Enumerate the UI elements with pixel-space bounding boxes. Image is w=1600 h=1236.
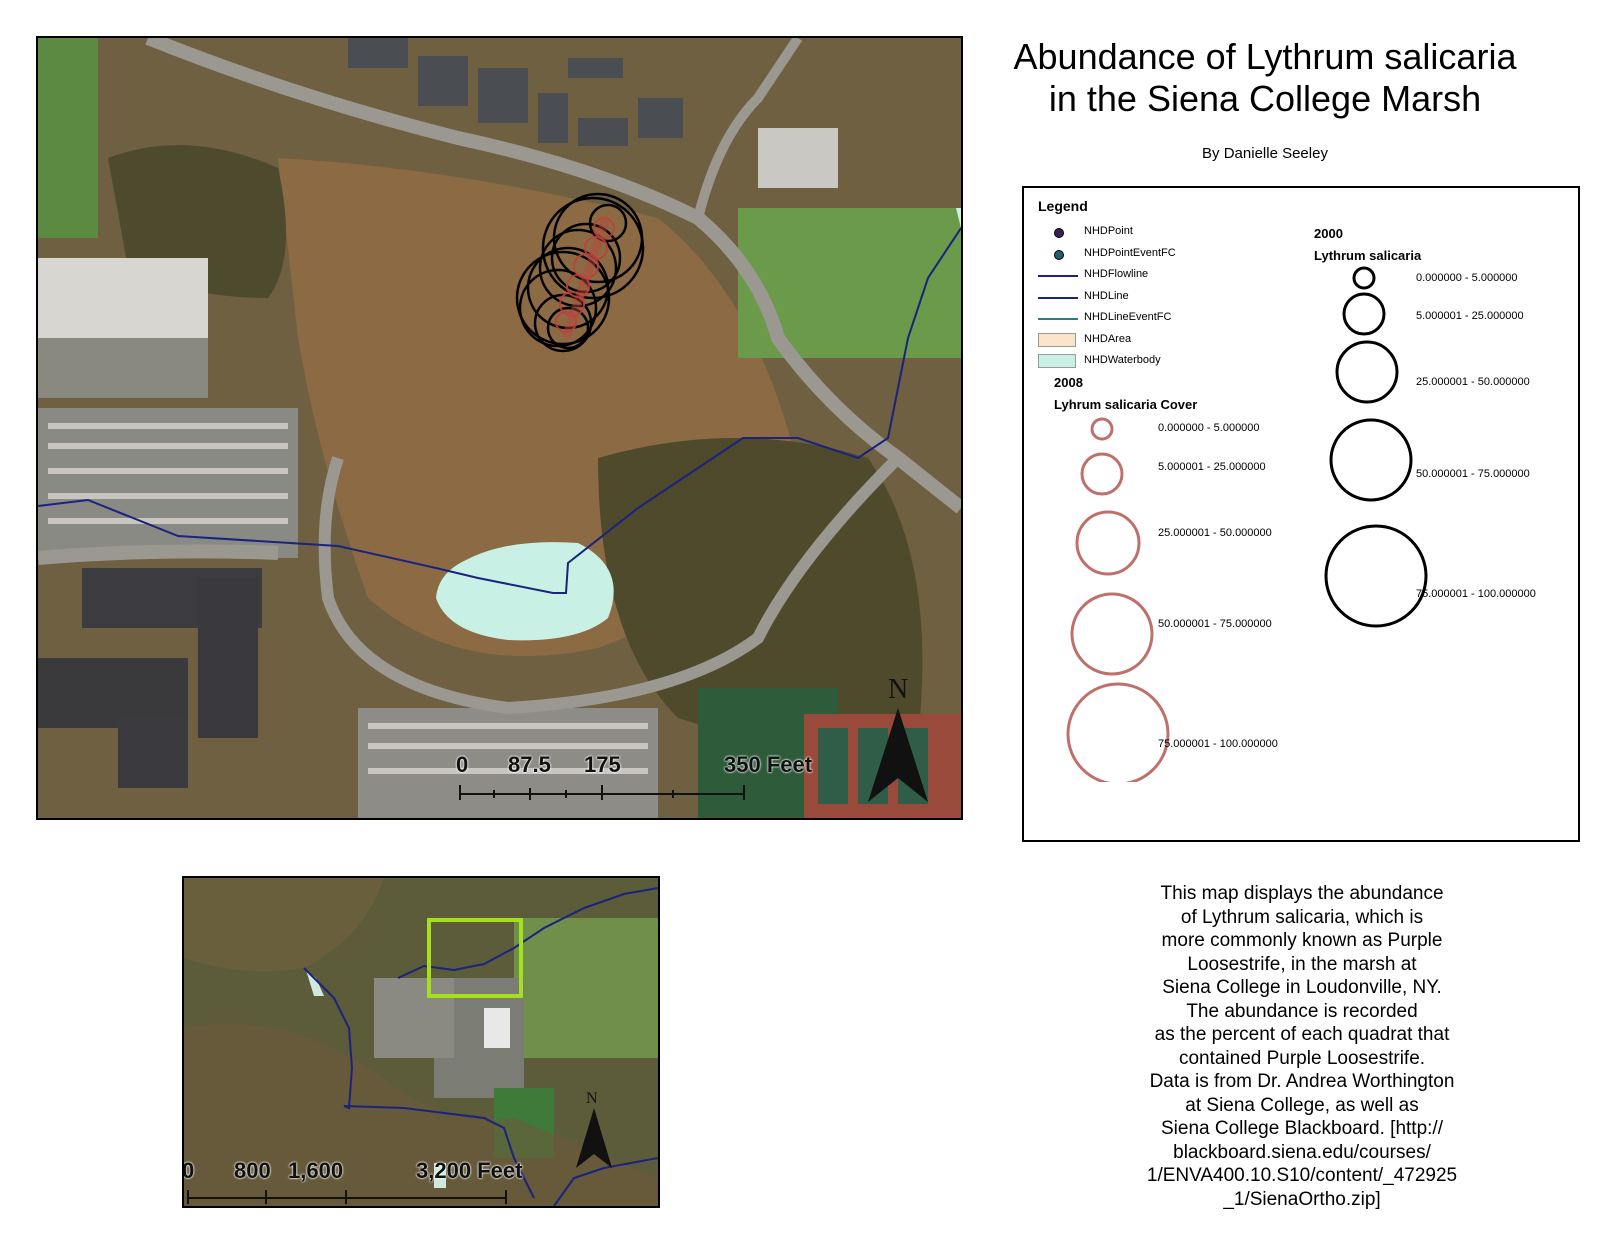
- legend-2000-title: Lythrum salicaria: [1314, 248, 1422, 263]
- legend-symbol-nhdpoint: [1054, 228, 1064, 238]
- inset-scale-label-0: 0: [182, 1158, 195, 1183]
- description-line: as the percent of each quadrat that: [1154, 1024, 1450, 1045]
- scale-label-350: 350 Feet: [724, 752, 813, 777]
- legend-2008-class-3: 25.000001 - 50.000000: [1158, 527, 1272, 539]
- description-line: 1/ENVA400.10.S10/content/_472925: [1146, 1165, 1458, 1186]
- description-line: _1/SienaOrtho.zip]: [1223, 1188, 1381, 1210]
- legend-2008-class-1: 0.000000 - 5.000000: [1158, 422, 1260, 434]
- scale-ticks: [459, 785, 745, 800]
- legend: Legend 2008 Lyhrum salicaria Cover 0.000…: [1022, 186, 1580, 842]
- legend-2000-class-5: 75.000001 - 100.000000: [1416, 588, 1536, 600]
- legend-symbol-nhdlineeventfc: [1038, 318, 1078, 320]
- description-line: Siena College Blackboard. [http://: [1160, 1118, 1443, 1139]
- inset-scale-label-3200: 3,200 Feet: [416, 1158, 523, 1183]
- inset-extent-frame: [427, 918, 523, 998]
- inset-imagery: [184, 878, 658, 1206]
- inset-north-arrow: N: [574, 1090, 614, 1180]
- flowline: [38, 227, 961, 594]
- legend-symbol-nhdarea: [1038, 332, 1076, 347]
- legend-2000-circles: [1324, 266, 1428, 628]
- title-line-2: in the Siena College Marsh: [1048, 78, 1482, 119]
- legend-symbol-nhdline: [1038, 296, 1078, 299]
- north-arrow-icon: [868, 708, 928, 802]
- inset-north-label: N: [586, 1090, 598, 1107]
- north-label: N: [888, 674, 909, 705]
- legend-label-nhdline: NHDLine: [1084, 289, 1129, 302]
- description-line: Loosestrife, in the marsh at: [1187, 953, 1417, 975]
- legend-label-nhdflowline: NHDFlowline: [1084, 268, 1149, 280]
- legend-2000-year: 2000: [1314, 226, 1343, 241]
- inset-map[interactable]: 0 800 1,600 3,200 Feet N: [182, 876, 660, 1208]
- main-map[interactable]: 0 87.5 175 350 Feet N: [36, 36, 963, 820]
- legend-label-nhdpoint: NHDPoint: [1084, 225, 1133, 237]
- legend-2000-class-3: 25.000001 - 50.000000: [1416, 376, 1530, 388]
- building: [38, 258, 208, 338]
- main-scale-bar: 0 87.5 175 350 Feet: [444, 752, 812, 802]
- legend-2008-class-4: 50.000001 - 75.000000: [1158, 618, 1272, 630]
- title-line-1: Abundance of Lythrum salicaria: [1013, 36, 1517, 77]
- legend-2000-class-1: 0.000000 - 5.000000: [1416, 272, 1518, 284]
- scale-label-0: 0: [456, 752, 469, 777]
- north-arrow: N: [868, 674, 928, 804]
- inset-north-arrow-icon: [576, 1108, 612, 1168]
- legend-label-nhdlineeventfc: NHDLineEventFC: [1084, 311, 1172, 323]
- legend-2000-class-4: 50.000001 - 75.000000: [1416, 468, 1530, 480]
- legend-symbol-nhdpointeventfc: [1054, 249, 1064, 260]
- waterbody: [436, 542, 614, 641]
- description-line: This map displays the abundance: [1160, 883, 1444, 904]
- description-line: more commonly known as Purple: [1161, 930, 1443, 951]
- author: By Danielle Seeley: [1202, 145, 1328, 162]
- legend-2000-class-2: 5.000001 - 25.000000: [1416, 310, 1524, 322]
- legend-2008-circles: [1066, 417, 1170, 782]
- inset-scale-ticks: [187, 1190, 507, 1204]
- inset-scale-label-800: 800: [234, 1158, 271, 1183]
- survey-circles: [515, 192, 645, 353]
- description-line: Data is from Dr. Andrea Worthington: [1149, 1071, 1455, 1092]
- legend-label-nhdarea: NHDArea: [1084, 332, 1132, 345]
- legend-label-nhdwaterbody: NHDWaterbody: [1084, 354, 1161, 366]
- description-line: at Siena College, as well as: [1185, 1094, 1419, 1116]
- legend-2008-class-5: 75.000001 - 100.000000: [1158, 738, 1278, 750]
- legend-2008-class-2: 5.000001 - 25.000000: [1158, 461, 1266, 473]
- description-line: Siena College in Loudonville, NY.: [1162, 977, 1442, 998]
- legend-symbol-nhdwaterbody: [1038, 354, 1076, 368]
- inset-scale-bar: 0 800 1,600 3,200 Feet: [184, 1158, 544, 1206]
- aerial-imagery: [38, 38, 961, 818]
- legend-heading: Legend: [1038, 198, 1088, 214]
- description-line: blackboard.siena.edu/courses/: [1173, 1141, 1431, 1163]
- description-line: contained Purple Loosestrife.: [1178, 1047, 1426, 1069]
- scale-label-175: 175: [584, 752, 621, 777]
- legend-2008-year: 2008: [1054, 375, 1083, 390]
- legend-2008-title: Lyhrum salicaria Cover: [1054, 397, 1198, 412]
- description-line: The abundance is recorded: [1186, 1000, 1418, 1022]
- description-line: of Lythrum salicaria, which is: [1180, 906, 1424, 928]
- legend-symbol-nhdflowline: [1038, 275, 1078, 277]
- inset-scale-label-1600: 1,600: [288, 1158, 344, 1183]
- legend-label-nhdpointeventfc: NHDPointEventFC: [1084, 246, 1176, 259]
- scale-label-87: 87.5: [508, 752, 551, 777]
- map-title: Abundance of Lythrum salicaria in the Si…: [985, 36, 1545, 120]
